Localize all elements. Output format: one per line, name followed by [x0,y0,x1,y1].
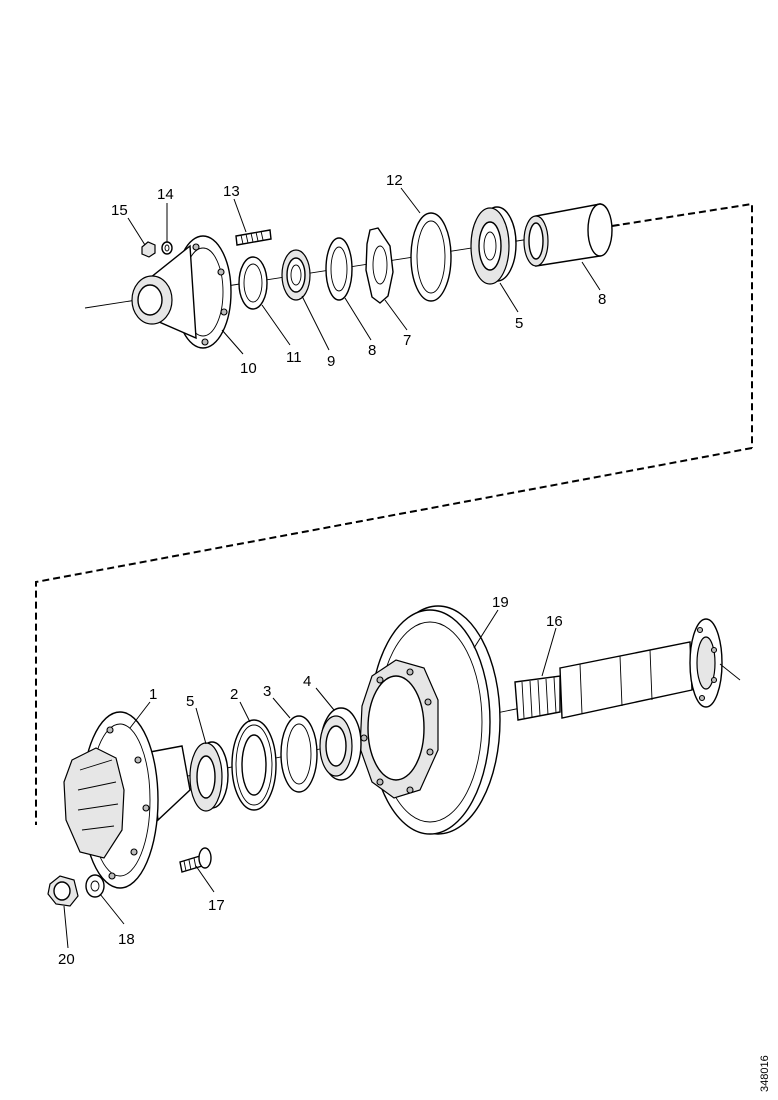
callout-15: 15 [111,202,128,219]
part-11-ring [238,256,268,310]
assembly-connector-dashed-line [35,202,753,825]
callout-5b: 5 [186,693,194,710]
leader-17 [195,865,215,893]
leader-7 [384,299,408,331]
callout-10: 10 [240,360,257,377]
callout-19: 19 [492,594,509,611]
leader-5b [195,707,207,745]
part-5-bearing-upper [470,206,517,285]
leader-11 [261,304,291,346]
part-9-bearing [281,249,311,301]
leader-8b [581,261,601,291]
callout-13: 13 [223,183,240,200]
part-7-tab-washer [365,227,394,304]
leader-10 [221,329,244,355]
callout-7: 7 [403,332,411,349]
part-8-lock-washer [325,237,353,301]
leader-3 [272,697,291,719]
callout-5a: 5 [515,315,523,332]
part-20-wheel-nut [47,875,79,907]
callout-8a: 8 [368,342,376,359]
leader-5a [499,282,519,313]
part-13-stud [235,229,272,246]
part-4-seal [319,707,362,781]
callout-12: 12 [386,172,403,189]
callout-16: 16 [546,613,563,630]
leader-12 [400,187,421,214]
callout-2: 2 [230,686,238,703]
part-14-washer [161,241,173,255]
callout-11: 11 [286,349,302,366]
part-6-sleeve [523,203,613,267]
leader-19 [473,609,499,649]
leader-16 [541,627,557,677]
callout-8b: 8 [598,291,606,308]
callout-1: 1 [149,686,157,703]
part-1-wheel-hub [63,711,191,889]
leader-4 [315,687,335,711]
leader-1 [129,701,151,729]
leader-8a [344,297,372,341]
callout-9: 9 [327,353,335,370]
callout-3: 3 [263,683,271,700]
leader-20 [63,905,69,949]
callout-17: 17 [208,897,225,914]
part-15-nut [141,241,156,258]
leader-15 [127,217,146,246]
part-17-wheel-stud [179,847,212,873]
part-10-hub-flange [131,235,232,349]
leader-2 [239,701,251,723]
callout-4: 4 [303,673,311,690]
leader-9 [301,295,330,351]
leader-13 [233,198,247,233]
callout-14: 14 [157,186,174,203]
part-18-washer [85,874,105,898]
part-3-ring [280,715,318,793]
part-19-brake-disc [359,605,501,835]
part-5-bearing-lower [189,741,229,812]
part-12-seal-ring [410,212,452,302]
part-16-axle-shaft [514,618,741,721]
callout-18: 18 [118,931,135,948]
leader-18 [99,893,125,925]
callout-20: 20 [58,951,75,968]
reference-code: 348016 [759,1055,771,1092]
part-2-toothed-ring [231,719,277,811]
